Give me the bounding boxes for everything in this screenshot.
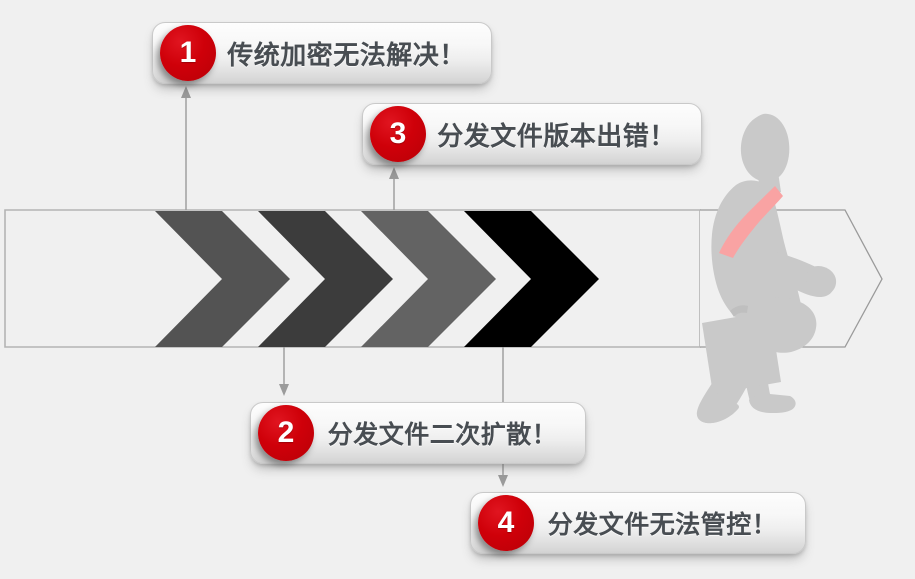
number-badge-3: 3 xyxy=(370,106,426,162)
callout-badge-wrap-1: 1 xyxy=(160,25,216,81)
callout-text-2: 分发文件二次扩散！ xyxy=(327,421,558,449)
callout-text-3: 分发文件版本出错！ xyxy=(437,120,676,151)
callout-badge-wrap-4: 4 xyxy=(478,495,534,551)
chevron-group xyxy=(155,211,599,347)
chevron-2 xyxy=(258,211,393,347)
callout-box-2[interactable]: 2 分发文件二次扩散！ xyxy=(250,402,586,464)
callout-badge-wrap-3: 3 xyxy=(370,106,426,162)
callout-text-1: 传统加密无法解决！ xyxy=(227,39,466,70)
chevron-3 xyxy=(361,211,496,347)
chevron-4 xyxy=(464,211,599,347)
number-badge-4: 4 xyxy=(478,495,534,551)
callout-box-4[interactable]: 4 分发文件无法管控！ xyxy=(470,492,806,554)
number-badge-2: 2 xyxy=(258,405,314,461)
chevron-1 xyxy=(155,211,290,347)
callout-text-4: 分发文件无法管控！ xyxy=(547,511,778,539)
callout-box-1[interactable]: 1 传统加密无法解决！ xyxy=(152,22,492,84)
businessman-silhouette xyxy=(696,113,837,424)
number-badge-1: 1 xyxy=(160,25,216,81)
callout-box-3[interactable]: 3 分发文件版本出错！ xyxy=(362,103,702,165)
callout-badge-wrap-2: 2 xyxy=(258,405,314,461)
